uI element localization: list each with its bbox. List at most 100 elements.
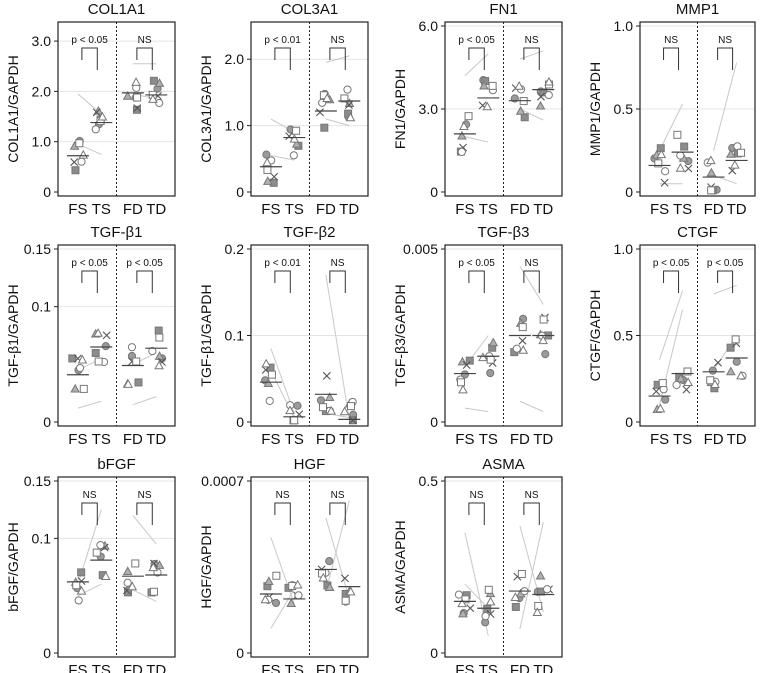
data-point <box>707 186 716 195</box>
significance-label: p < 0.05 <box>707 258 744 269</box>
group-label: FS <box>68 201 87 218</box>
y-tick-label: 0 <box>625 414 633 430</box>
data-point <box>457 598 467 608</box>
significance-bracket <box>663 270 680 293</box>
data-point <box>154 78 165 87</box>
group-label: TD <box>146 662 166 673</box>
data-point <box>675 373 686 383</box>
data-point <box>122 566 133 576</box>
data-point <box>70 158 79 167</box>
pair-line <box>464 136 489 143</box>
group-label: FD <box>123 662 143 673</box>
data-point <box>316 396 326 405</box>
y-axis-label: ASMA/GAPDH <box>392 520 408 613</box>
data-point <box>655 403 666 413</box>
significance-bracket <box>717 47 734 70</box>
data-point <box>78 149 89 159</box>
data-point <box>485 596 496 606</box>
data-point <box>93 328 103 337</box>
data-point <box>290 416 299 425</box>
pair-line <box>270 588 295 629</box>
y-tick-label: 1.0 <box>614 241 634 257</box>
group-label: TD <box>533 201 553 218</box>
pair-line <box>519 108 544 121</box>
y-tick-label: 0 <box>625 184 633 200</box>
significance-bracket <box>81 47 98 70</box>
significance-label: p < 0.05 <box>458 258 495 269</box>
data-point <box>263 378 274 388</box>
significance-label: NS <box>718 35 732 46</box>
data-point <box>92 108 101 117</box>
data-point <box>654 159 663 168</box>
pair-line <box>132 515 157 545</box>
data-point <box>285 405 295 415</box>
y-axis-label: TGF-β1/GAPDH <box>198 284 214 386</box>
data-point <box>515 106 526 115</box>
pair-line <box>132 396 157 406</box>
data-point <box>133 93 142 102</box>
significance-label: NS <box>525 490 539 501</box>
y-tick-label: 2.0 <box>32 83 52 99</box>
pair-line <box>77 400 102 409</box>
group-label: TS <box>479 201 498 218</box>
y-tick-label: 6.0 <box>419 18 439 34</box>
group-label: FD <box>316 431 336 448</box>
data-point <box>706 155 716 165</box>
y-tick-label: 0.1 <box>32 299 52 315</box>
data-point <box>325 557 334 566</box>
data-point <box>532 607 543 616</box>
data-point <box>131 559 140 568</box>
data-point <box>488 81 497 90</box>
data-point <box>486 355 495 364</box>
pair-line <box>325 517 350 600</box>
data-point <box>154 360 164 370</box>
panel-title: bFGF <box>97 456 135 473</box>
y-tick-label: 0 <box>430 414 438 430</box>
pair-line <box>270 537 295 605</box>
significance-bracket <box>663 47 680 70</box>
data-point <box>76 585 87 595</box>
significance-bracket <box>468 47 485 70</box>
data-point <box>148 562 159 572</box>
panel-title: TGF-β1 <box>91 224 143 241</box>
data-point <box>706 167 717 177</box>
significance-label: NS <box>525 35 539 46</box>
data-point <box>518 336 527 345</box>
data-point <box>514 80 524 90</box>
group-label: TS <box>673 201 692 218</box>
data-point <box>262 176 273 185</box>
data-point <box>79 384 88 393</box>
pair-line <box>659 290 684 360</box>
significance-bracket <box>136 502 153 525</box>
data-point <box>345 112 356 122</box>
data-point <box>294 591 303 600</box>
data-point <box>263 576 274 586</box>
y-tick-label: 1.0 <box>614 18 634 34</box>
data-point <box>91 348 100 357</box>
group-label: TD <box>146 201 166 218</box>
data-point <box>134 378 143 387</box>
data-point <box>324 582 335 591</box>
data-point <box>285 132 294 141</box>
group-label: FS <box>261 662 280 673</box>
pair-line <box>519 525 544 612</box>
significance-label: NS <box>138 490 152 501</box>
data-point <box>732 357 741 366</box>
data-point <box>708 366 717 375</box>
group-label: TD <box>146 431 166 448</box>
data-point <box>127 581 138 591</box>
data-point <box>457 147 466 157</box>
group-label: FS <box>455 662 474 673</box>
group-label: FS <box>68 662 87 673</box>
data-point <box>94 357 103 366</box>
group-label: TS <box>92 201 111 218</box>
data-point <box>345 586 356 596</box>
data-point <box>100 571 111 581</box>
data-point <box>488 337 499 347</box>
group-label: TD <box>727 201 747 218</box>
group-label: FD <box>123 431 143 448</box>
y-axis-label: FN1/GAPDH <box>392 69 408 149</box>
data-point <box>71 166 80 175</box>
